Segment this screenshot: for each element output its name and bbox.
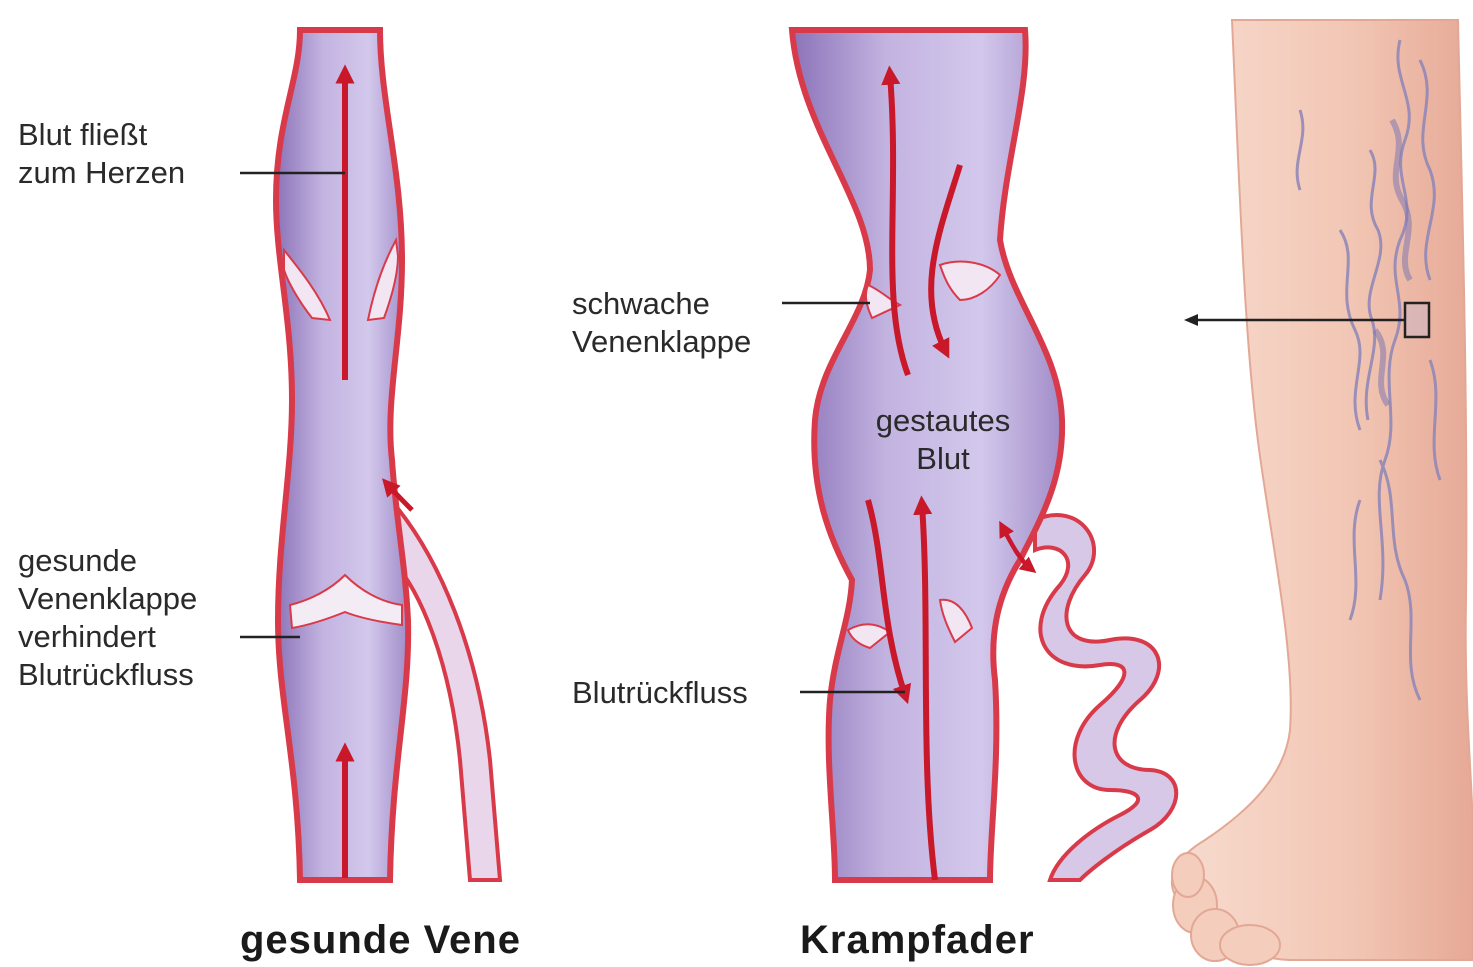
label-weak-valve: schwache Venenklappe bbox=[572, 285, 751, 361]
label-pooled-blood: gestautes Blut bbox=[858, 402, 1028, 478]
caption-healthy-vein: gesunde Vene bbox=[240, 918, 521, 963]
side-branch-vein bbox=[392, 505, 500, 880]
leg-illustration bbox=[1172, 20, 1473, 965]
label-backflow: Blutrückfluss bbox=[572, 674, 748, 712]
magnification-box bbox=[1405, 303, 1429, 337]
magnification-pointer-head bbox=[1184, 314, 1198, 326]
label-blood-to-heart: Blut fließt zum Herzen bbox=[18, 116, 185, 192]
caption-varicose-vein: Krampfader bbox=[800, 918, 1035, 963]
tortuous-branch-vein bbox=[1035, 515, 1176, 880]
healthy-vein bbox=[276, 30, 500, 880]
label-healthy-valve: gesunde Venenklappe verhindert Blutrückf… bbox=[18, 542, 197, 694]
